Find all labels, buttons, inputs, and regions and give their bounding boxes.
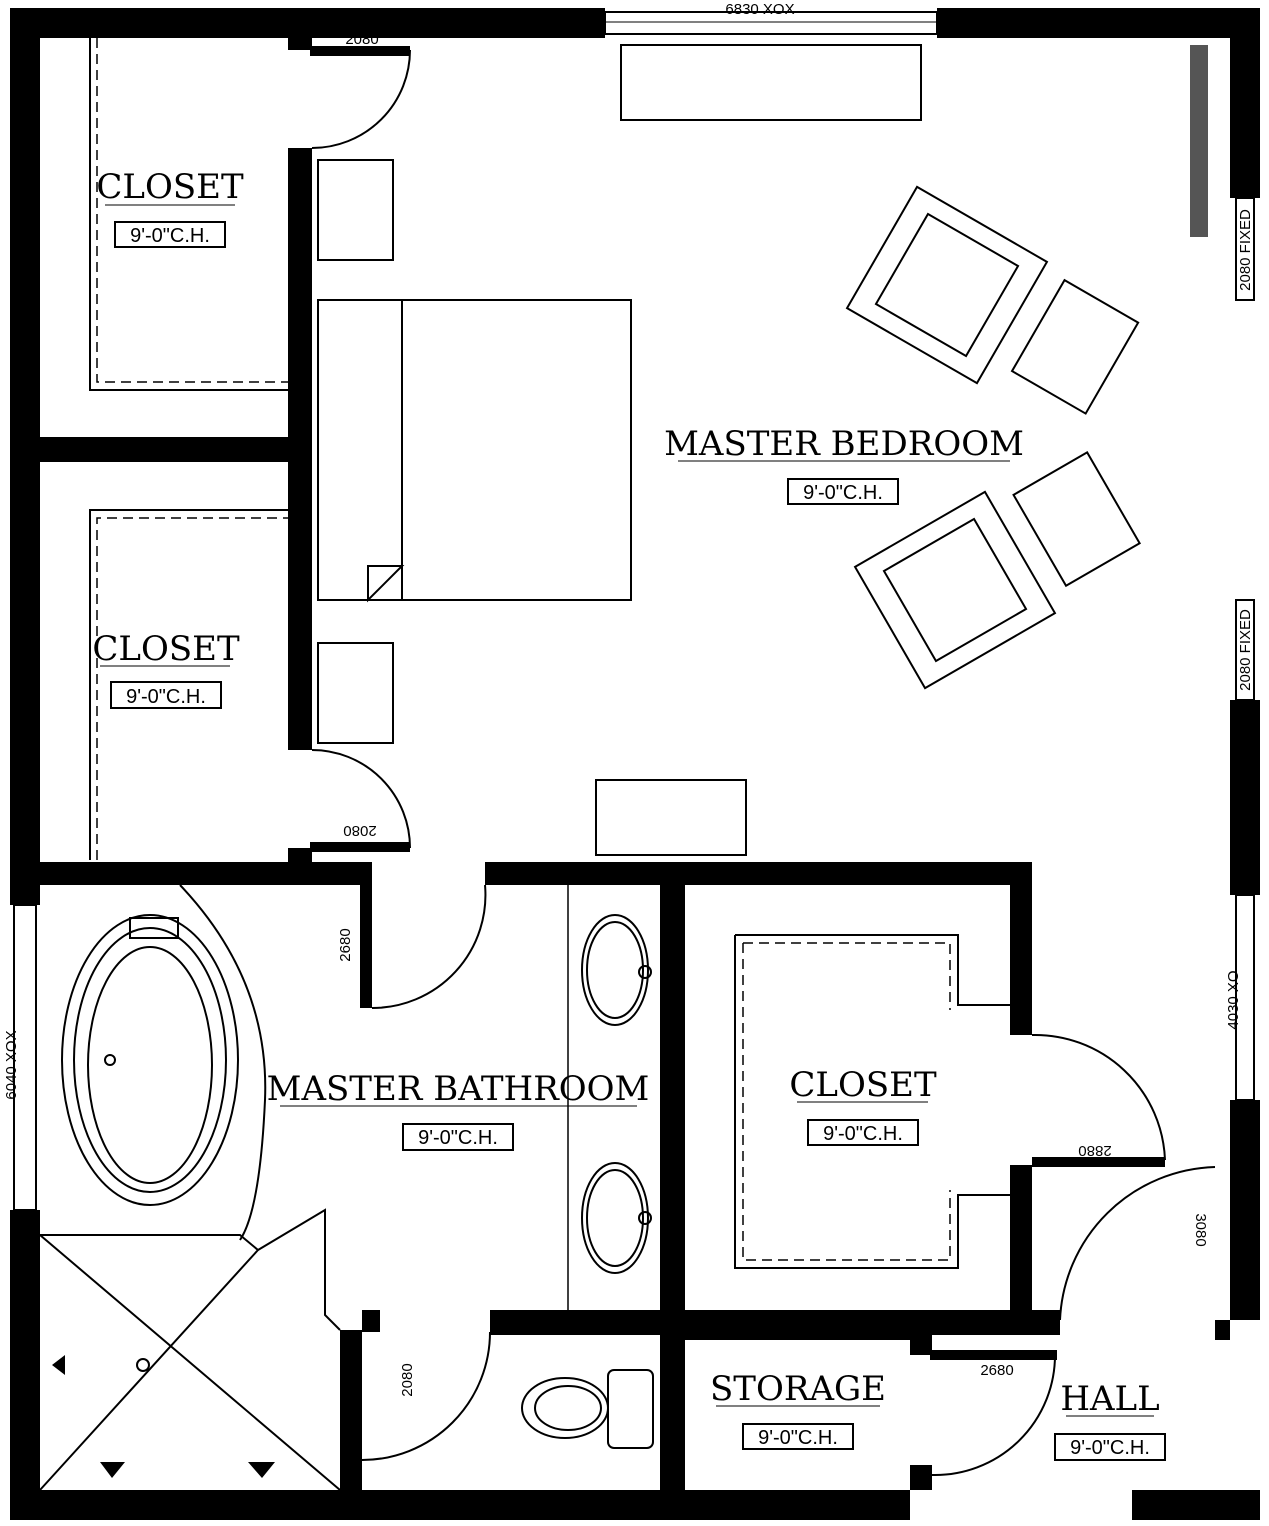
nightstand [317,159,394,261]
walls [10,8,1260,1520]
room-name: MASTER BATHROOM [267,1069,650,1109]
room-name: HALL [1060,1379,1159,1419]
dresser [620,44,922,121]
door-label-walkin-closet: 2880 [1078,1142,1111,1159]
door-label-bath-entry: 2680 [337,928,354,961]
doors: 2080 2080 2680 2880 3080 2080 2680 [311,31,1216,1477]
room-name: MASTER BEDROOM [664,424,1024,464]
toilet [521,1377,609,1439]
window-label-left: 6040 XOX [3,1030,20,1099]
room-labels: CLOSET 9'-0"C.H. CLOSET 9'-0"C.H. MASTER… [92,167,1166,1461]
bath-fixtures [39,884,654,1491]
bed [317,299,632,601]
window-label-right-lower: 4030 XO [1225,970,1242,1029]
room-name: CLOSET [789,1065,937,1105]
room-ceiling: 9'-0"C.H. [1070,1437,1150,1459]
room-ceiling: 9'-0"C.H. [803,482,883,504]
armchair [845,185,1049,385]
room-ceiling: 9'-0"C.H. [126,686,206,708]
door-label-toilet: 2080 [399,1363,416,1396]
window-label-right-middle: 2080 FIXED [1237,609,1254,691]
side-table [1010,278,1140,415]
sink [581,1162,649,1274]
room-ceiling: 9'-0"C.H. [823,1123,903,1145]
door-label-closet-lower: 2080 [343,822,376,839]
bench [595,779,747,856]
room-ceiling: 9'-0"C.H. [758,1427,838,1449]
door-label-hall: 3080 [1192,1213,1209,1246]
side-table [1012,451,1142,588]
room-name: CLOSET [96,167,244,207]
sink [581,914,649,1026]
room-ceiling: 9'-0"C.H. [130,225,210,247]
window-label-right-upper: 2080 FIXED [1237,209,1254,291]
toilet-tank [607,1369,654,1449]
nightstand [317,642,394,744]
room-name: CLOSET [92,629,240,669]
room-ceiling: 9'-0"C.H. [418,1127,498,1149]
armchair [853,490,1057,690]
windows: 6830 XOX 2080 FIXED 2080 FIXED 4030 XO 6… [3,1,1255,1211]
door-label-closet-upper: 2080 [345,31,378,48]
window-label-top: 6830 XOX [725,1,794,18]
shower-drain [136,1358,150,1372]
door-label-storage: 2680 [980,1362,1013,1379]
bathtub [61,914,239,1206]
closet-shelves [89,38,1010,1269]
furniture [317,44,1208,856]
room-name: STORAGE [710,1369,886,1409]
